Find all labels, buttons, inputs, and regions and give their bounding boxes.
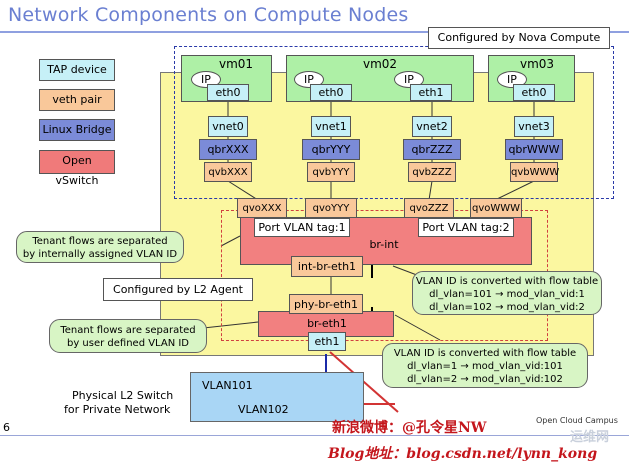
note-flow-br-int-line3: dl_vlan=102 → mod_vlan_vid:2 [429, 302, 585, 313]
watermark-site: 运维网 [570, 430, 610, 445]
veth-qvoxxx: qvoXXX [237, 198, 287, 218]
vm01-eth0: eth0 [207, 84, 249, 101]
note-flow-br-int-line2: dl_vlan=101 → mod_vlan_vid:1 [429, 289, 585, 300]
switch-caption-line1: Physical L2 Switch [72, 389, 174, 402]
veth-qvbwww: qvbWWW [510, 162, 559, 182]
tap-vnet2: vnet2 [412, 116, 452, 137]
vm01-label: vm01 [218, 57, 254, 71]
tap-vnet0: vnet0 [208, 116, 248, 137]
page-title: Network Components on Compute Nodes [8, 4, 409, 26]
vlan101-label: VLAN101 [202, 379, 253, 392]
watermark-weibo: 新浪微博：@孔令星NW [332, 420, 487, 436]
vm02-eth0: eth0 [310, 84, 352, 101]
title-underline [0, 31, 629, 33]
vm02-eth1: eth1 [410, 84, 452, 101]
veth-qvozzz: qvoZZZ [404, 198, 454, 218]
note-internal-vlan: Tenant flows are separated by internally… [16, 231, 184, 263]
linux-bridge-qbrzzz: qbrZZZ [403, 139, 461, 160]
veth-qvbxxx: qvbXXX [204, 162, 252, 182]
vm03-eth0: eth0 [513, 84, 555, 101]
switch-caption-line2: for Private Network [64, 403, 171, 416]
legend-veth-pair: veth pair [39, 89, 115, 111]
port-vlan-tag-2: Port VLAN tag:2 [418, 218, 514, 237]
note-flow-table-br-eth1: VLAN ID is converted with flow table dl_… [382, 343, 588, 388]
veth-qvbyyy: qvbYYY [307, 162, 355, 182]
vm01-ip: IP [191, 71, 221, 88]
note-flow-br-eth1-line3: dl_vlan=2 → mod_vlan_vid:102 [407, 374, 563, 385]
watermark-blog: Blog地址：blog.csdn.net/lynn_kong [328, 446, 598, 462]
vlan102-label: VLAN102 [238, 403, 289, 416]
linux-bridge-qbrxxx: qbrXXX [199, 139, 257, 160]
vm02-ip-1: IP [294, 71, 324, 88]
page-number: 6 [3, 421, 10, 434]
nic-eth1: eth1 [308, 332, 346, 351]
footer-brand: Open Cloud Campus [536, 416, 618, 425]
veth-qvowww: qvoWWW [470, 198, 522, 218]
vm03-label: vm03 [519, 57, 555, 71]
nova-compute-label: Configured by Nova Compute [428, 27, 610, 49]
veth-qvoyyy: qvoYYY [305, 198, 357, 218]
vm02-label: vm02 [362, 57, 398, 71]
l2-agent-label: Configured by L2 Agent [103, 278, 253, 301]
tap-vnet1: vnet1 [311, 116, 351, 137]
note-flow-table-br-int: VLAN ID is converted with flow table dl_… [412, 271, 602, 315]
veth-phy-br-eth1: phy-br-eth1 [289, 294, 363, 314]
br-int-label: br-int [369, 238, 399, 251]
note-flow-br-eth1-line2: dl_vlan=1 → mod_vlan_vid:101 [407, 361, 563, 372]
note-user-vlan-line2: by user defined VLAN ID [66, 338, 190, 349]
linux-bridge-qbryyy: qbrYYY [302, 139, 360, 160]
br-eth1-label: br-eth1 [307, 317, 347, 330]
note-user-vlan: Tenant flows are separated by user defin… [49, 319, 207, 353]
note-internal-vlan-line2: by internally assigned VLAN ID [22, 249, 178, 260]
tap-vnet3: vnet3 [514, 116, 554, 137]
note-internal-vlan-line1: Tenant flows are separated [32, 236, 168, 247]
legend-linux-bridge: Linux Bridge [39, 119, 115, 141]
legend-tap-device: TAP device [39, 59, 115, 81]
legend-open-vswitch: Open vSwitch [39, 150, 115, 187]
veth-int-br-eth1: int-br-eth1 [291, 256, 363, 277]
vm03-ip: IP [497, 71, 527, 88]
footer-rule [0, 435, 629, 436]
linux-bridge-qbrwww: qbrWWW [505, 139, 563, 160]
vm02-ip-2: IP [394, 71, 424, 88]
port-vlan-tag-1: Port VLAN tag:1 [254, 218, 350, 237]
note-user-vlan-line1: Tenant flows are separated [60, 325, 196, 336]
nova-compute-zone [174, 46, 614, 199]
note-flow-br-int-line1: VLAN ID is converted with flow table [415, 276, 599, 287]
veth-qvbzzz: qvbZZZ [408, 162, 456, 182]
note-flow-br-eth1-line1: VLAN ID is converted with flow table [393, 348, 577, 359]
physical-l2-switch [190, 372, 364, 422]
